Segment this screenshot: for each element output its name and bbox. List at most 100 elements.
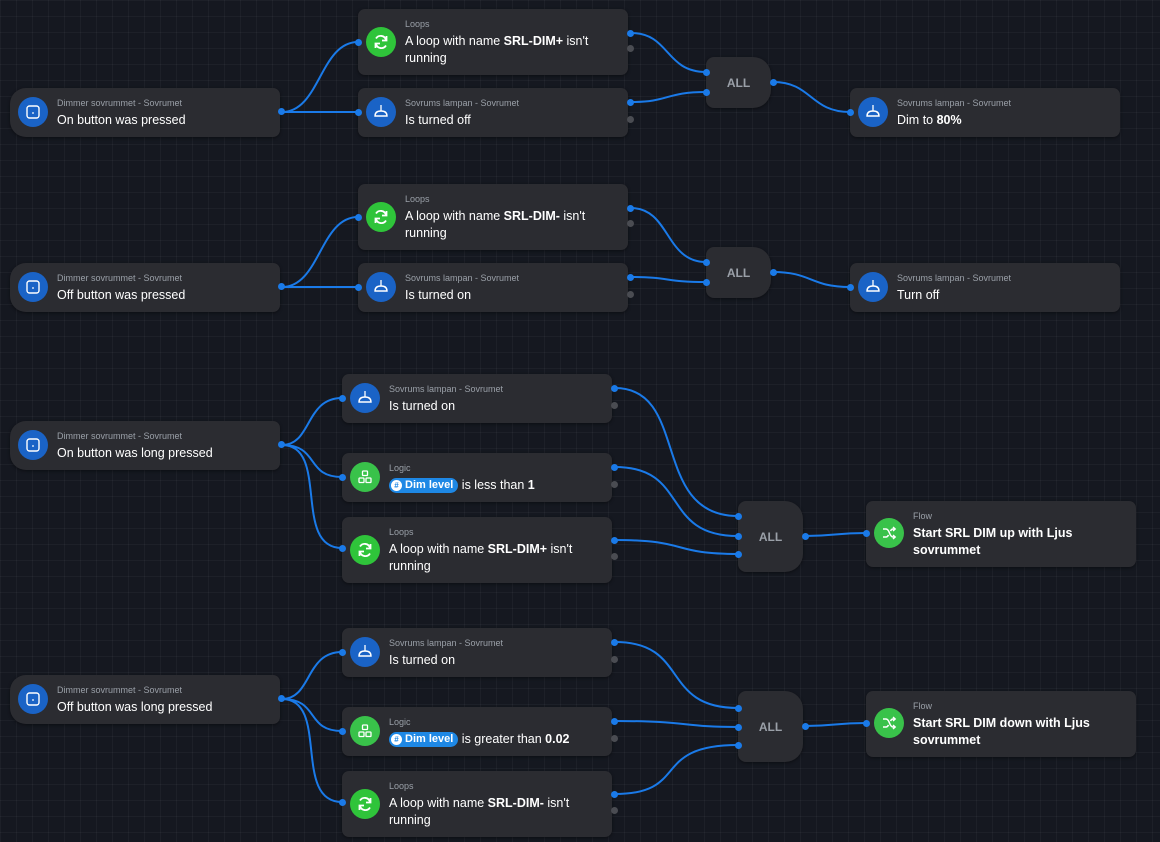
- true-port[interactable]: [611, 385, 618, 392]
- output-port[interactable]: [802, 533, 809, 540]
- output-port[interactable]: [278, 283, 285, 290]
- dim-level-tag[interactable]: #Dim level: [389, 478, 459, 493]
- action-category: Flow: [913, 701, 933, 711]
- input-port[interactable]: [735, 705, 742, 712]
- input-port[interactable]: [847, 109, 854, 116]
- input-port[interactable]: [735, 533, 742, 540]
- wire: [281, 397, 343, 446]
- input-port[interactable]: [339, 728, 346, 735]
- condition-card[interactable]: Loops A loop with name SRL-DIM+ isn't ru…: [339, 517, 618, 583]
- false-port[interactable]: [627, 45, 634, 52]
- condition-text: A loop with name SRL-DIM+ isn't running: [405, 34, 589, 65]
- wire: [281, 444, 343, 478]
- input-port[interactable]: [735, 513, 742, 520]
- all-gate[interactable]: ALL: [703, 247, 777, 298]
- true-port[interactable]: [611, 537, 618, 544]
- trigger-text: Off button was pressed: [57, 288, 186, 302]
- false-port[interactable]: [611, 481, 618, 488]
- input-port[interactable]: [339, 474, 346, 481]
- input-port[interactable]: [703, 259, 710, 266]
- wire: [772, 271, 851, 288]
- input-port[interactable]: [703, 279, 710, 286]
- wire: [614, 641, 739, 709]
- false-port[interactable]: [627, 291, 634, 298]
- condition-card[interactable]: Logic #Dim level is greater than 0.02: [339, 707, 618, 756]
- false-port[interactable]: [611, 807, 618, 814]
- input-port[interactable]: [863, 720, 870, 727]
- dim-level-tag[interactable]: #Dim level: [389, 732, 459, 747]
- wire: [614, 720, 739, 728]
- condition-category: Loops: [405, 19, 430, 29]
- false-port[interactable]: [627, 220, 634, 227]
- true-port[interactable]: [611, 639, 618, 646]
- true-port[interactable]: [611, 464, 618, 471]
- condition-card[interactable]: Loops A loop with name SRL-DIM- isn't ru…: [339, 771, 618, 837]
- action-card[interactable]: Flow Start SRL DIM down with Ljus sovrum…: [863, 691, 1136, 757]
- true-port[interactable]: [627, 274, 634, 281]
- trigger-card[interactable]: Dimmer sovrummet - Sovrumet On button wa…: [10, 421, 285, 470]
- all-gate[interactable]: ALL: [735, 501, 809, 572]
- true-port[interactable]: [611, 718, 618, 725]
- input-port[interactable]: [355, 214, 362, 221]
- wire: [281, 698, 343, 732]
- input-port[interactable]: [355, 109, 362, 116]
- input-port[interactable]: [863, 530, 870, 537]
- number-icon: #: [391, 734, 402, 745]
- all-gate[interactable]: ALL: [735, 691, 809, 762]
- false-port[interactable]: [611, 656, 618, 663]
- wire: [630, 91, 707, 103]
- output-port[interactable]: [278, 695, 285, 702]
- input-port[interactable]: [703, 89, 710, 96]
- all-gate[interactable]: ALL: [703, 57, 777, 108]
- false-port[interactable]: [627, 116, 634, 123]
- false-port[interactable]: [611, 402, 618, 409]
- input-port[interactable]: [339, 545, 346, 552]
- output-port[interactable]: [770, 269, 777, 276]
- input-port[interactable]: [735, 742, 742, 749]
- wire: [630, 276, 707, 283]
- input-port[interactable]: [355, 39, 362, 46]
- condition-card[interactable]: Logic #Dim level is less than 1: [339, 453, 618, 502]
- trigger-card[interactable]: Dimmer sovrummet - Sovrumet Off button w…: [10, 675, 285, 724]
- shuffle-icon: [874, 708, 904, 738]
- condition-text: A loop with name SRL-DIM- isn't running: [389, 796, 570, 827]
- input-port[interactable]: [735, 724, 742, 731]
- pendant-lamp-icon: [350, 637, 380, 667]
- true-port[interactable]: [627, 99, 634, 106]
- condition-card[interactable]: Sovrums lampan - Sovrumet Is turned on: [339, 628, 618, 677]
- pendant-lamp-icon: [350, 383, 380, 413]
- trigger-text: Off button was long pressed: [57, 700, 213, 714]
- action-card[interactable]: Flow Start SRL DIM up with Ljus sovrumme…: [863, 501, 1136, 567]
- output-port[interactable]: [278, 108, 285, 115]
- number-icon: #: [391, 480, 402, 491]
- output-port[interactable]: [278, 441, 285, 448]
- condition-text: A loop with name SRL-DIM+ isn't running: [389, 542, 573, 573]
- input-port[interactable]: [847, 284, 854, 291]
- condition-card[interactable]: Loops A loop with name SRL-DIM+ isn't ru…: [355, 9, 634, 75]
- input-port[interactable]: [339, 395, 346, 402]
- output-port[interactable]: [770, 79, 777, 86]
- condition-card[interactable]: Sovrums lampan - Sovrumet Is turned on: [355, 263, 634, 312]
- true-port[interactable]: [627, 205, 634, 212]
- false-port[interactable]: [611, 735, 618, 742]
- condition-card[interactable]: Sovrums lampan - Sovrumet Is turned off: [355, 88, 634, 137]
- input-port[interactable]: [355, 284, 362, 291]
- trigger-card[interactable]: Dimmer sovrummet - Sovrumet On button wa…: [10, 88, 285, 137]
- output-port[interactable]: [802, 723, 809, 730]
- true-port[interactable]: [627, 30, 634, 37]
- input-port[interactable]: [703, 69, 710, 76]
- trigger-card[interactable]: Dimmer sovrummet - Sovrumet Off button w…: [10, 263, 285, 312]
- input-port[interactable]: [735, 551, 742, 558]
- input-port[interactable]: [339, 649, 346, 656]
- action-card[interactable]: Sovrums lampan - Sovrumet Turn off: [847, 263, 1120, 312]
- input-port[interactable]: [339, 799, 346, 806]
- false-port[interactable]: [611, 553, 618, 560]
- action-card[interactable]: Sovrums lampan - Sovrumet Dim to 80%: [847, 88, 1120, 137]
- condition-card[interactable]: Sovrums lampan - Sovrumet Is turned on: [339, 374, 618, 423]
- wire: [281, 698, 343, 803]
- dimmer-switch-icon: [18, 272, 48, 302]
- trigger-text: On button was long pressed: [57, 446, 213, 460]
- true-port[interactable]: [611, 791, 618, 798]
- dimmer-switch-icon: [18, 430, 48, 460]
- condition-card[interactable]: Loops A loop with name SRL-DIM- isn't ru…: [355, 184, 634, 250]
